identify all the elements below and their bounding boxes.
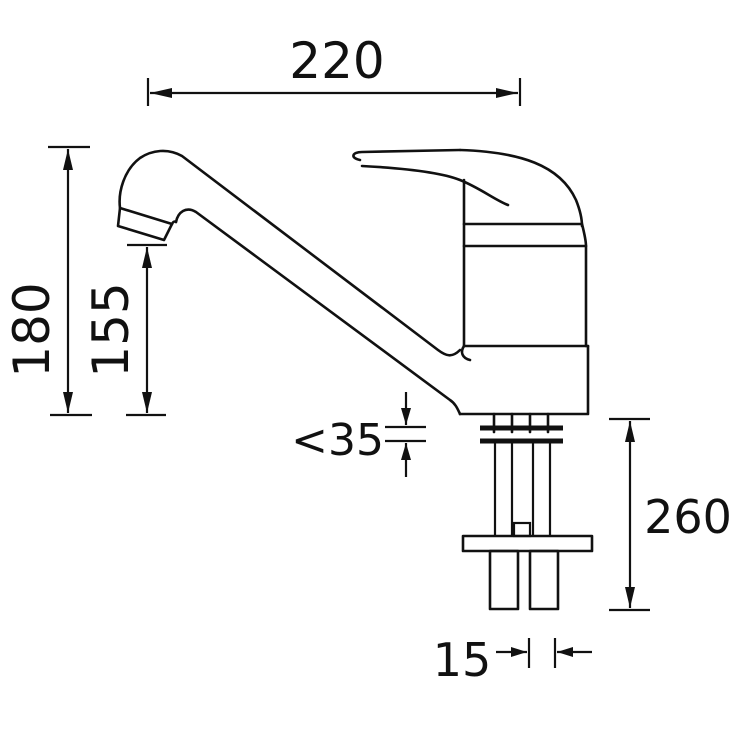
tap-spout — [116, 149, 462, 416]
dimension-label-180: 180 — [3, 282, 61, 377]
dimension-label-15: 15 — [433, 633, 492, 687]
dimension-35: <35 — [291, 392, 426, 477]
dimension-label-260: 260 — [644, 490, 732, 544]
tails-assembly — [461, 441, 594, 611]
dimension-155: 155 — [82, 243, 167, 417]
dimension-180: 180 — [3, 145, 92, 417]
tap-lever — [352, 148, 584, 228]
tap-body — [458, 222, 590, 416]
dimension-220: 220 — [146, 32, 522, 106]
dimension-label-155: 155 — [82, 282, 140, 377]
dimension-label-220: 220 — [289, 32, 384, 90]
deck-washers — [480, 412, 563, 444]
dimension-15: 15 — [433, 633, 592, 687]
dimension-260: 260 — [609, 417, 732, 612]
dimension-label-35: <35 — [291, 415, 384, 466]
